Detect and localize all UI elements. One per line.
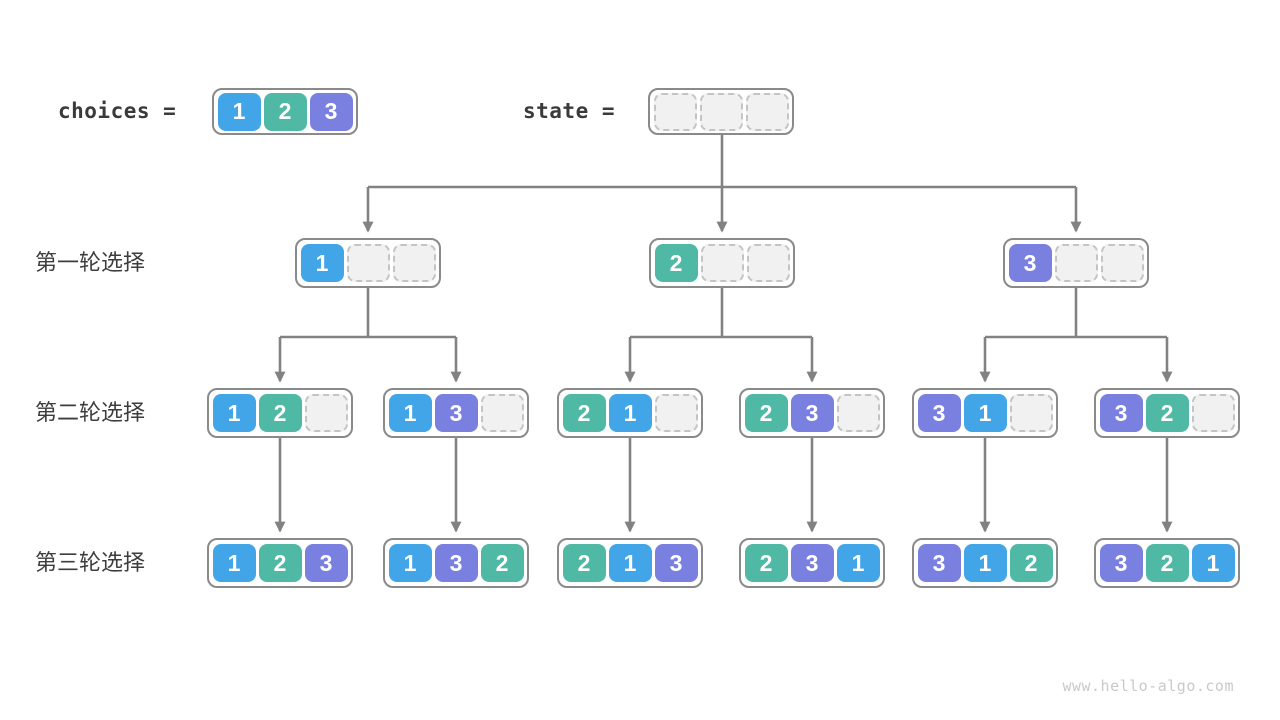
cell-1: 1 xyxy=(608,394,652,432)
cell-2: 2 xyxy=(480,544,524,582)
empty-cell xyxy=(1100,244,1144,282)
empty-cell xyxy=(480,394,524,432)
cell-3: 3 xyxy=(790,544,834,582)
cell-1: 1 xyxy=(963,394,1007,432)
cell-1: 1 xyxy=(963,544,1007,582)
cell-1: 1 xyxy=(388,394,432,432)
cell-2: 2 xyxy=(263,92,307,131)
empty-cell xyxy=(700,244,744,282)
cell-1: 1 xyxy=(300,244,344,282)
cell-3: 3 xyxy=(790,394,834,432)
empty-cell xyxy=(699,92,743,131)
cell-3: 3 xyxy=(1099,394,1143,432)
round-1-label: 第一轮选择 xyxy=(35,250,146,275)
cell-2: 2 xyxy=(258,544,302,582)
cell-3: 3 xyxy=(917,394,961,432)
empty-cell xyxy=(346,244,390,282)
cell-2: 2 xyxy=(562,394,606,432)
cell-2: 2 xyxy=(562,544,606,582)
round-3-label: 第三轮选择 xyxy=(35,550,146,575)
cell-2: 2 xyxy=(1009,544,1053,582)
empty-cell xyxy=(746,244,790,282)
empty-cell xyxy=(654,394,698,432)
cell-2: 2 xyxy=(258,394,302,432)
empty-cell xyxy=(304,394,348,432)
cell-3: 3 xyxy=(434,394,478,432)
cell-3: 3 xyxy=(654,544,698,582)
cell-1: 1 xyxy=(1191,544,1235,582)
cell-1: 1 xyxy=(212,394,256,432)
cell-3: 3 xyxy=(434,544,478,582)
empty-cell xyxy=(392,244,436,282)
cell-1: 1 xyxy=(608,544,652,582)
state-label: state = xyxy=(523,99,616,123)
empty-cell xyxy=(1009,394,1053,432)
empty-cell xyxy=(653,92,697,131)
round-2-label: 第二轮选择 xyxy=(35,400,146,425)
cell-1: 1 xyxy=(836,544,880,582)
cell-3: 3 xyxy=(1008,244,1052,282)
cell-2: 2 xyxy=(744,394,788,432)
cell-3: 3 xyxy=(1099,544,1143,582)
cell-1: 1 xyxy=(217,92,261,131)
cell-2: 2 xyxy=(1145,544,1189,582)
cell-2: 2 xyxy=(654,244,698,282)
cell-1: 1 xyxy=(212,544,256,582)
tree-node-round1: 1 xyxy=(295,238,441,288)
cell-2: 2 xyxy=(744,544,788,582)
cell-3: 3 xyxy=(309,92,353,131)
cell-3: 3 xyxy=(917,544,961,582)
empty-cell xyxy=(745,92,789,131)
state-array xyxy=(648,88,794,135)
cell-2: 2 xyxy=(1145,394,1189,432)
cell-3: 3 xyxy=(304,544,348,582)
empty-cell xyxy=(1054,244,1098,282)
watermark: www.hello-algo.com xyxy=(1062,677,1234,695)
tree-node-round1: 3 xyxy=(1003,238,1149,288)
choices-label: choices = xyxy=(58,99,177,123)
empty-cell xyxy=(1191,394,1235,432)
tree-node-round1: 2 xyxy=(649,238,795,288)
cell-1: 1 xyxy=(388,544,432,582)
empty-cell xyxy=(836,394,880,432)
